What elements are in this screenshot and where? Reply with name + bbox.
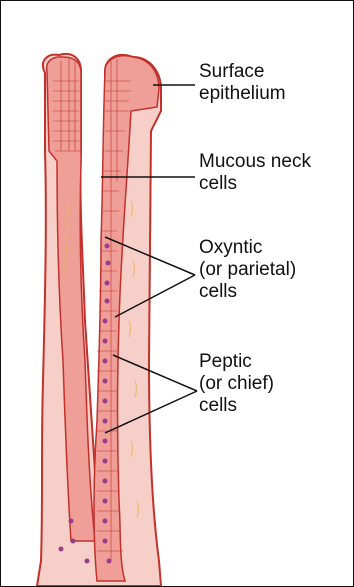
label-oxyntic-cells: Oxyntic (or parietal) cells <box>199 237 296 303</box>
label-line: (or chief) <box>199 373 274 395</box>
label-line: Surface <box>199 61 286 83</box>
label-line: cells <box>199 395 274 417</box>
label-peptic-cells: Peptic (or chief) cells <box>199 351 274 417</box>
label-surface-epithelium: Surface epithelium <box>199 61 286 105</box>
label-line: (or parietal) <box>199 259 296 281</box>
label-line: Oxyntic <box>199 237 296 259</box>
label-line: Mucous neck <box>199 151 311 173</box>
label-line: Peptic <box>199 351 274 373</box>
label-mucous-neck-cells: Mucous neck cells <box>199 151 311 195</box>
label-line: cells <box>199 173 311 195</box>
label-line: cells <box>199 281 296 303</box>
label-line: epithelium <box>199 83 286 105</box>
